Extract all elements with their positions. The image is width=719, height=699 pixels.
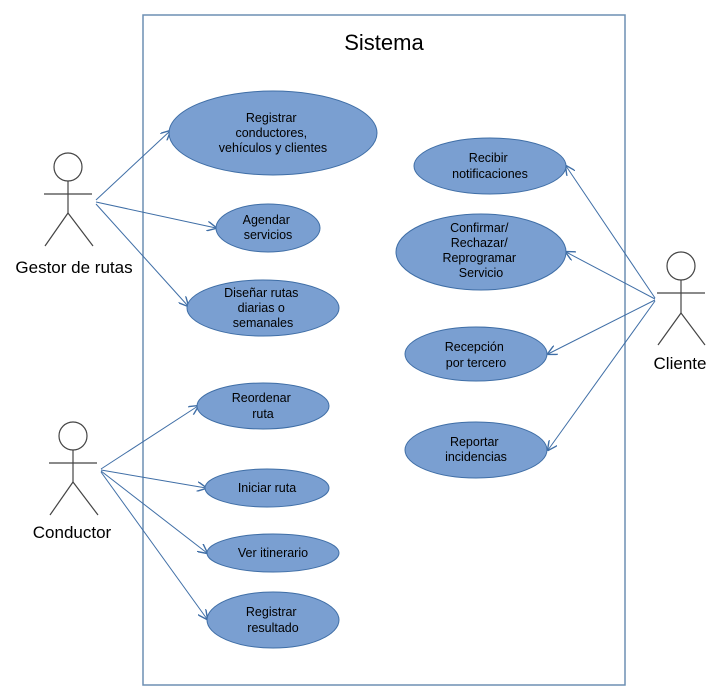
use-case-recibir-notificaciones[interactable] bbox=[413, 137, 567, 195]
use-case-label-recibir-notificaciones: Recibir notificaciones bbox=[452, 151, 528, 181]
use-case-label-disenar-rutas: Diseñar rutas diarias o semanales bbox=[224, 286, 302, 330]
actor-label-gestor: Gestor de rutas bbox=[15, 258, 132, 277]
arrow-cliente-reportar bbox=[548, 300, 656, 450]
use-case-reportar-incidencias[interactable] bbox=[404, 421, 548, 479]
use-case-label-registrar-resultado: Registrar resultado bbox=[246, 605, 300, 635]
actor-gestor-icon bbox=[44, 152, 94, 247]
actor-label-cliente: Cliente bbox=[654, 354, 707, 373]
associations bbox=[95, 131, 656, 619]
use-case-label-ver-itinerario: Ver itinerario bbox=[238, 546, 308, 560]
use-case-label-agendar-servicios: Agendar servicios bbox=[243, 213, 294, 242]
use-case-label-registrar-conductores: Registrar conductores, vehículos y clien… bbox=[219, 111, 327, 155]
actor-conductor-icon bbox=[49, 421, 99, 516]
arrow-conductor-resultado bbox=[100, 471, 207, 619]
arrow-gestor-registrar bbox=[95, 131, 170, 201]
use-case-confirmar-rechazar[interactable] bbox=[395, 213, 567, 291]
use-case-disenar-rutas[interactable] bbox=[186, 279, 340, 337]
use-case-recepcion-tercero[interactable] bbox=[404, 326, 548, 382]
arrow-conductor-iniciar bbox=[100, 469, 206, 488]
arrow-cliente-confirmar bbox=[566, 252, 656, 300]
use-case-registrar-conductores[interactable] bbox=[168, 90, 378, 176]
use-case-reordenar-ruta[interactable] bbox=[196, 382, 330, 430]
arrow-cliente-recepcion bbox=[548, 299, 656, 354]
system-boundary bbox=[142, 14, 626, 686]
system-title: Sistema bbox=[344, 30, 424, 55]
arrow-gestor-agendar bbox=[95, 201, 216, 228]
use-case-label-confirmar-rechazar: Confirmar/ Rechazar/ Reprogramar Servici… bbox=[442, 221, 519, 280]
arrow-cliente-recibir bbox=[566, 166, 656, 299]
arrow-conductor-itinerario bbox=[100, 470, 207, 553]
use-case-label-reordenar-ruta: Reordenar ruta bbox=[232, 391, 295, 421]
use-case-registrar-resultado[interactable] bbox=[206, 591, 340, 649]
use-case-agendar-servicios[interactable] bbox=[215, 203, 321, 253]
use-case-label-iniciar-ruta: Iniciar ruta bbox=[238, 481, 296, 495]
actor-cliente-icon bbox=[657, 251, 706, 346]
arrow-conductor-reordenar bbox=[100, 406, 198, 470]
use-case-label-recepcion-tercero: Recepción por tercero bbox=[445, 340, 508, 370]
arrow-gestor-disenar bbox=[95, 203, 188, 306]
use-case-iniciar-ruta[interactable] bbox=[204, 468, 330, 508]
use-case-ver-itinerario[interactable] bbox=[206, 533, 340, 573]
actor-label-conductor: Conductor bbox=[33, 523, 112, 542]
use-case-label-reportar-incidencias: Reportar incidencias bbox=[445, 435, 507, 464]
